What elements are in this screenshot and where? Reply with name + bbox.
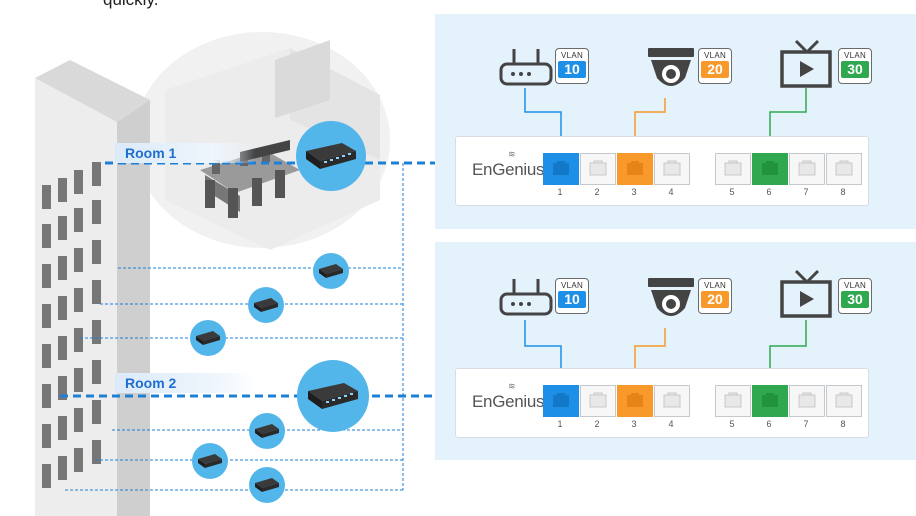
dome-camera-icon bbox=[648, 48, 694, 86]
port-number: 8 bbox=[840, 419, 846, 429]
vlan-30-badge: VLAN 30 bbox=[838, 48, 872, 84]
port-number: 6 bbox=[766, 419, 772, 429]
intro-text: quickly. bbox=[103, 0, 158, 10]
floor-switch-icon bbox=[248, 287, 284, 323]
router-icon bbox=[499, 49, 553, 86]
room-2-switch-icon bbox=[297, 360, 369, 432]
floor-switch-icon bbox=[249, 413, 285, 449]
port-number: 7 bbox=[803, 419, 809, 429]
switch-port bbox=[752, 153, 788, 185]
vlan-number: 10 bbox=[558, 61, 586, 78]
floor-switch-icon bbox=[313, 253, 349, 289]
port-number: 5 bbox=[729, 187, 735, 197]
vlan-number: 30 bbox=[841, 291, 869, 308]
switch-port bbox=[617, 385, 653, 417]
port-number: 5 bbox=[729, 419, 735, 429]
switch-port bbox=[617, 153, 653, 185]
switch-port bbox=[826, 153, 862, 185]
switch-port bbox=[543, 385, 579, 417]
vlan-number: 20 bbox=[701, 291, 729, 308]
port-number: 2 bbox=[594, 419, 600, 429]
vlan-number: 30 bbox=[841, 61, 869, 78]
router-icon bbox=[499, 279, 553, 316]
switch-port bbox=[789, 153, 825, 185]
switch-port-panel: EnGenius ≋ 1 2 3 4 5 6 7 8 bbox=[455, 136, 869, 206]
building-illustration bbox=[35, 32, 435, 516]
port-number: 1 bbox=[557, 187, 563, 197]
switch-port bbox=[789, 385, 825, 417]
wifi-icon: ≋ bbox=[508, 381, 516, 391]
floor-switch-icon bbox=[249, 467, 285, 503]
port-number: 3 bbox=[631, 187, 637, 197]
vlan-links bbox=[524, 88, 807, 154]
room-1-switch-icon bbox=[296, 121, 366, 191]
vlan-30-badge: VLAN 30 bbox=[838, 278, 872, 314]
switch-port bbox=[654, 153, 690, 185]
switch-port bbox=[752, 385, 788, 417]
vlan-links bbox=[524, 320, 807, 386]
switch-port bbox=[543, 153, 579, 185]
tv-icon bbox=[780, 39, 832, 88]
dome-camera-icon bbox=[648, 278, 694, 316]
vlan-label: VLAN bbox=[703, 281, 727, 290]
vlan-number: 20 bbox=[701, 61, 729, 78]
vlan-label: VLAN bbox=[703, 51, 727, 60]
switch-port bbox=[580, 385, 616, 417]
wifi-icon: ≋ bbox=[508, 149, 516, 159]
switch-port bbox=[715, 385, 751, 417]
tv-icon bbox=[780, 269, 832, 318]
switch-port bbox=[654, 385, 690, 417]
vlan-10-badge: VLAN 10 bbox=[555, 48, 589, 84]
port-number: 4 bbox=[668, 419, 674, 429]
port-number: 2 bbox=[594, 187, 600, 197]
vlan-label: VLAN bbox=[560, 281, 584, 290]
vlan-number: 10 bbox=[558, 291, 586, 308]
floor-switch-icon bbox=[190, 320, 226, 356]
switch-port bbox=[826, 385, 862, 417]
port-number: 8 bbox=[840, 187, 846, 197]
floor-switch-icon bbox=[192, 443, 228, 479]
vlan-label: VLAN bbox=[843, 281, 867, 290]
switch-port bbox=[715, 153, 751, 185]
vlan-label: VLAN bbox=[843, 51, 867, 60]
room-1-label: Room 1 bbox=[115, 143, 255, 163]
room-2-label: Room 2 bbox=[115, 373, 255, 393]
switch-port bbox=[580, 153, 616, 185]
port-number: 4 bbox=[668, 187, 674, 197]
vlan-10-badge: VLAN 10 bbox=[555, 278, 589, 314]
switch-port-panel: EnGenius ≋ 1 2 3 4 5 6 7 8 bbox=[455, 368, 869, 438]
vlan-20-badge: VLAN 20 bbox=[698, 48, 732, 84]
port-number: 1 bbox=[557, 419, 563, 429]
switch-brand: EnGenius bbox=[472, 392, 545, 411]
port-number: 7 bbox=[803, 187, 809, 197]
port-number: 6 bbox=[766, 187, 772, 197]
vlan-panel-room-2: VLAN 10 VLAN 20 VLAN 30 EnGenius ≋ 1 2 3… bbox=[435, 242, 916, 460]
vlan-20-badge: VLAN 20 bbox=[698, 278, 732, 314]
vlan-panel-room-1: VLAN 10 VLAN 20 VLAN 30 EnGenius ≋ 1 2 3… bbox=[435, 14, 916, 229]
port-number: 3 bbox=[631, 419, 637, 429]
switch-brand: EnGenius bbox=[472, 160, 545, 179]
vlan-label: VLAN bbox=[560, 51, 584, 60]
